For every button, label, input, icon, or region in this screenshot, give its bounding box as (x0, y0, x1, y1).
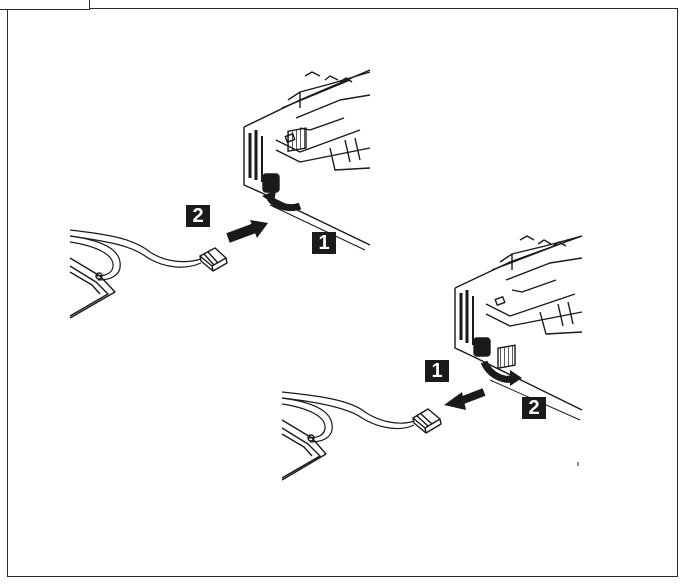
power-plug-bottom (412, 408, 442, 434)
corner-tab (0, 0, 90, 10)
figure-frame (7, 8, 678, 577)
power-cord-bottom (281, 391, 415, 443)
plug-arrow-top (226, 223, 257, 243)
ac-adapter-bottom (281, 419, 327, 481)
connect-illustration (69, 69, 371, 319)
step-label-connect-2: 2 (186, 205, 210, 227)
ac-adapter-top (69, 257, 116, 319)
step-label-disconnect-1: 1 (425, 360, 449, 382)
power-plug-top (199, 247, 228, 272)
power-jack-bottom (473, 337, 516, 369)
step-label-connect-1: 1 (312, 232, 336, 254)
power-cord-top (69, 229, 202, 281)
power-jack-top (262, 127, 307, 193)
disconnect-illustration (281, 235, 583, 481)
step-label-disconnect-2: 2 (522, 397, 546, 419)
